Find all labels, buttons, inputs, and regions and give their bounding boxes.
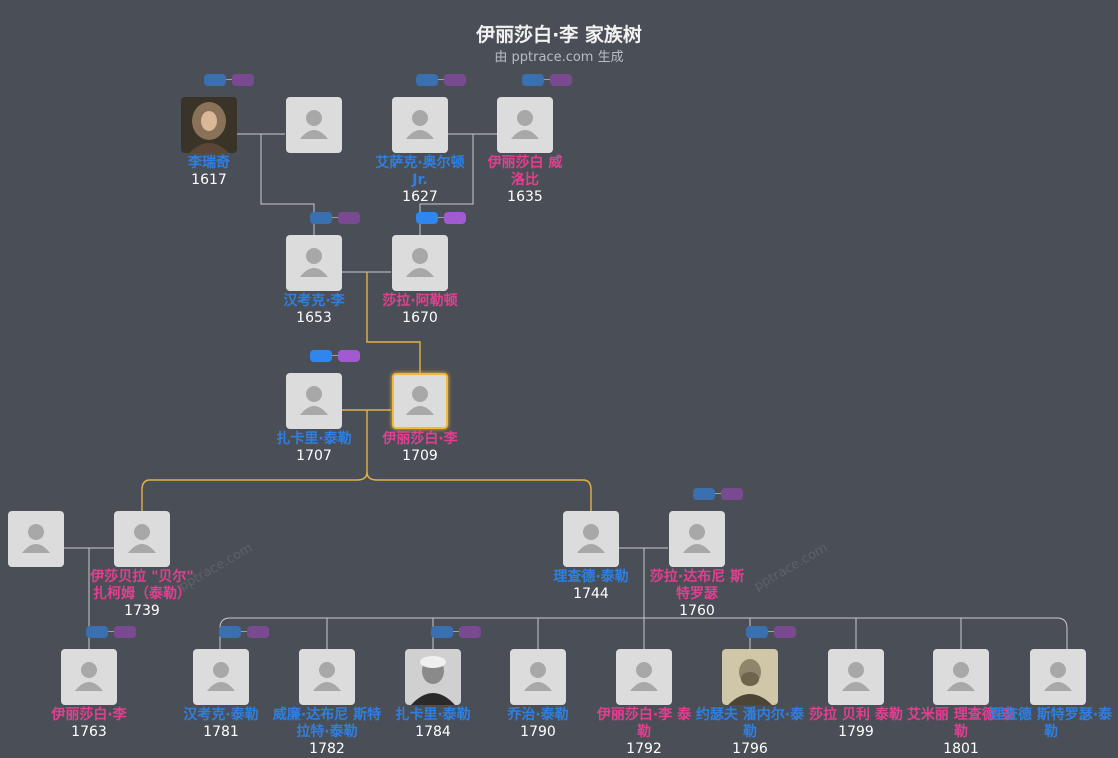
parents-toggle[interactable]: [522, 74, 574, 88]
birth-year: 1739: [124, 603, 160, 619]
birth-year: 1790: [520, 724, 556, 740]
parents-toggle[interactable]: [416, 212, 468, 226]
lineage-line: [366, 272, 421, 373]
person-name: 艾萨克·奥尔顿 Jr.: [375, 155, 465, 188]
birth-year: 1653: [296, 310, 332, 326]
birth-year: 1784: [415, 724, 451, 740]
person-name: 莎拉·达布尼 斯特罗瑟: [649, 569, 745, 602]
birth-year: 1707: [296, 448, 332, 464]
parents-toggle[interactable]: [86, 626, 138, 640]
avatar-placeholder-icon: [61, 649, 117, 705]
person-name: 伊丽莎白·李: [382, 431, 458, 447]
avatar-placeholder-icon: [1030, 649, 1086, 705]
avatar-placeholder-icon: [497, 97, 553, 153]
avatar-placeholder-icon: [286, 235, 342, 291]
person-name: 伊丽莎白·李 泰勒: [596, 707, 692, 740]
parents-toggle[interactable]: [431, 626, 483, 640]
person-name: 约瑟夫 潘内尔·泰勒: [695, 707, 805, 740]
portrait-photo: [405, 649, 461, 705]
birth-year: 1763: [71, 724, 107, 740]
page-subtitle: 由 pptrace.com 生成: [494, 50, 624, 65]
person-name: 伊丽莎白 威洛比: [487, 155, 563, 188]
birth-year: 1744: [573, 586, 609, 602]
birth-year: 1709: [402, 448, 438, 464]
person-name: 李瑞奇: [188, 155, 230, 171]
parents-toggle[interactable]: [746, 626, 798, 640]
parents-toggle[interactable]: [219, 626, 271, 640]
lineage-line: [141, 410, 368, 511]
person-name: 扎卡里·泰勒: [276, 431, 352, 447]
birth-year: 1760: [679, 603, 715, 619]
person-name: 伊莎贝拉 "贝尔" 扎柯姆（泰勒）: [90, 569, 194, 602]
birth-year: 1792: [626, 741, 662, 757]
person-name: 扎卡里·泰勒: [395, 707, 471, 723]
birth-year: 1799: [838, 724, 874, 740]
birth-year: 1781: [203, 724, 239, 740]
birth-year: 1801: [943, 741, 979, 757]
person-name: 莎拉·阿勒顿: [382, 293, 458, 309]
lineage-line: [366, 471, 592, 511]
avatar-placeholder-icon: [510, 649, 566, 705]
person-name: 莎拉 贝利 泰勒: [809, 707, 903, 723]
avatar-placeholder-icon: [114, 511, 170, 567]
avatar-placeholder-icon: [299, 649, 355, 705]
avatar-placeholder-icon: [286, 373, 342, 429]
person-name: 乔治·泰勒: [507, 707, 569, 723]
birth-year: 1635: [507, 189, 543, 205]
parents-toggle[interactable]: [416, 74, 468, 88]
page-title: 伊丽莎白·李 家族树: [476, 24, 642, 46]
birth-year: 1670: [402, 310, 438, 326]
avatar-placeholder-icon: [392, 373, 448, 429]
engraving-photo: [722, 649, 778, 705]
person-name: 威廉·达布尼 斯特拉特·泰勒: [272, 707, 382, 740]
avatar-placeholder-icon: [392, 97, 448, 153]
avatar-placeholder-icon: [392, 235, 448, 291]
parents-toggle[interactable]: [310, 212, 362, 226]
person-name: 艾米丽 理查德·泰勒: [906, 707, 1016, 740]
avatar-placeholder-icon: [616, 649, 672, 705]
parents-toggle[interactable]: [204, 74, 256, 88]
birth-year: 1627: [402, 189, 438, 205]
birth-year: 1796: [732, 741, 768, 757]
person-name: 伊丽莎白·李: [51, 707, 127, 723]
avatar-placeholder-icon: [933, 649, 989, 705]
avatar-placeholder-icon: [669, 511, 725, 567]
avatar-placeholder-icon: [828, 649, 884, 705]
person-name: 理查德 斯特罗瑟·泰勒: [989, 707, 1113, 740]
portrait-photo: [181, 97, 237, 153]
parents-toggle[interactable]: [310, 350, 362, 364]
person-name: 理查德·泰勒: [553, 569, 629, 585]
avatar-placeholder-icon: [563, 511, 619, 567]
birth-year: 1782: [309, 741, 345, 757]
avatar-placeholder-icon: [193, 649, 249, 705]
parents-toggle[interactable]: [693, 488, 745, 502]
avatar-placeholder-icon: [8, 511, 64, 567]
person-name: 汉考克·李: [283, 293, 345, 309]
avatar-placeholder-icon: [286, 97, 342, 153]
birth-year: 1617: [191, 172, 227, 188]
person-name: 汉考克·泰勒: [183, 707, 259, 723]
